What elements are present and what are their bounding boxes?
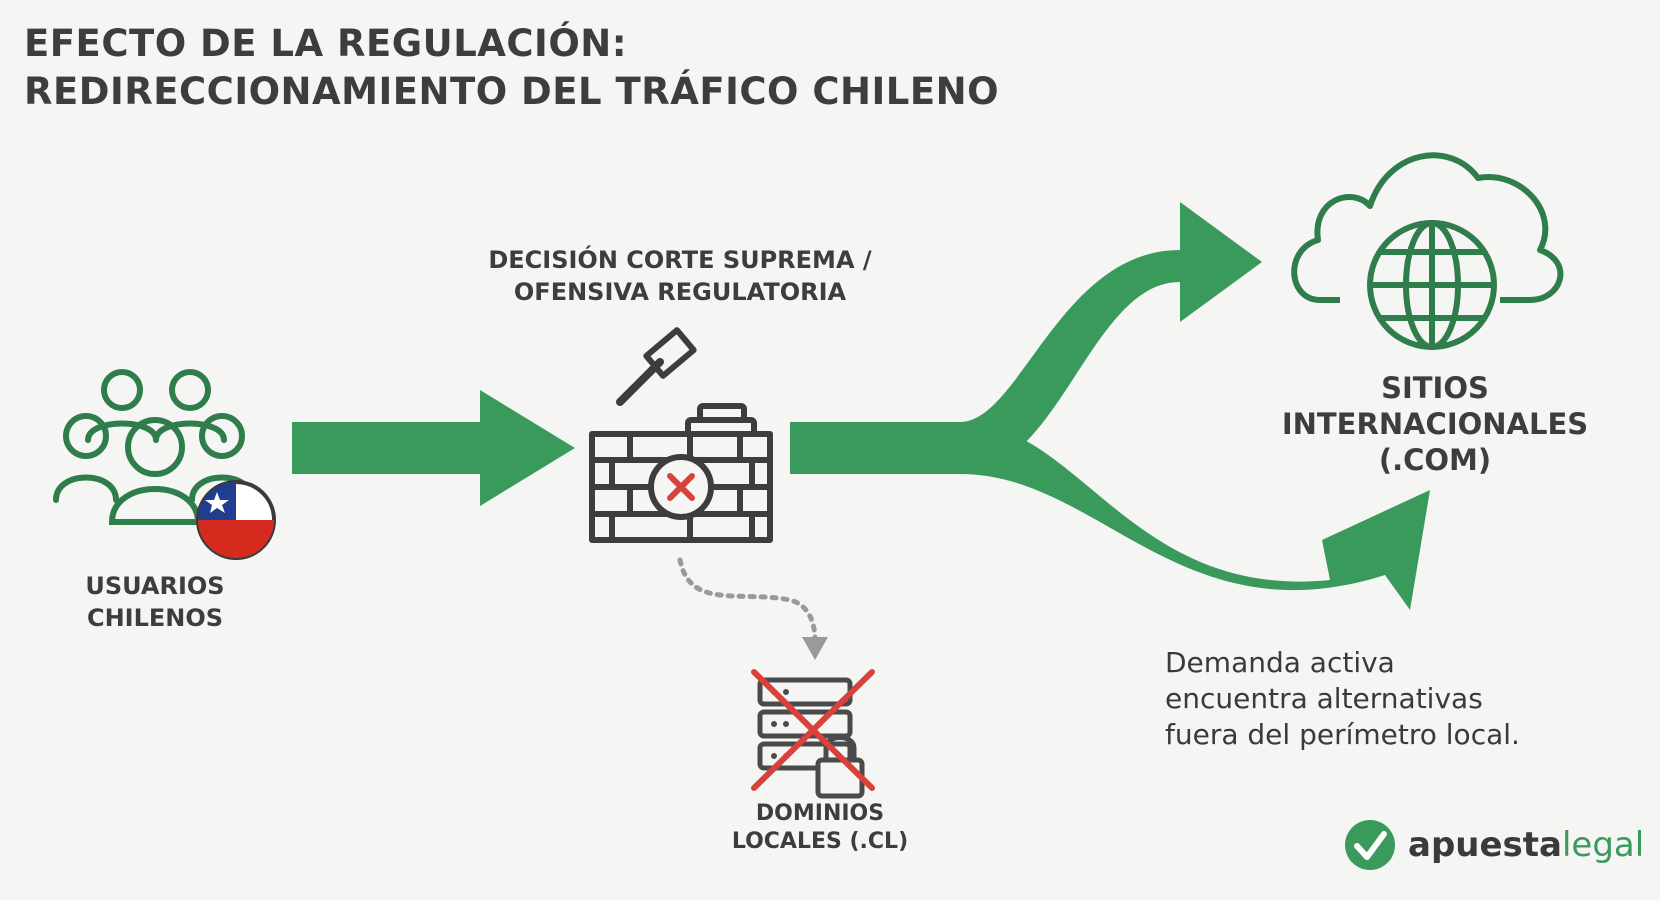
court-label-line-2: OFENSIVA REGULATORIA — [513, 278, 847, 306]
brand-part-1: apuesta — [1408, 825, 1562, 865]
diagram-title: EFECTO DE LA REGULACIÓN: REDIRECCIONAMIE… — [24, 20, 999, 116]
brand-wordmark: apuestalegal — [1408, 825, 1644, 865]
brand-logo-spacer — [1344, 818, 1398, 872]
title-line-1: EFECTO DE LA REGULACIÓN: — [24, 22, 628, 65]
arrow-to-sites-lower — [960, 422, 1430, 610]
cloud-globe-icon — [1291, 152, 1564, 350]
court-label-line-1: DECISIÓN CORTE SUPREMA / — [488, 246, 872, 274]
users-group-icon — [53, 369, 255, 525]
domains-label-line-2: LOCALES (.CL) — [731, 829, 909, 854]
domains-label: DOMINIOS LOCALES (.CL) — [710, 800, 930, 856]
sites-label: SITIOS INTERNACIONALES (.COM) — [1255, 370, 1615, 478]
users-label-line-1: USUARIOS — [85, 572, 225, 600]
title-line-2: REDIRECCIONAMIENTO DEL TRÁFICO CHILENO — [24, 70, 1000, 113]
brand-part-2: legal — [1561, 825, 1645, 865]
sites-label-line-3: (.COM) — [1378, 443, 1492, 477]
blocked-server-icon — [751, 669, 875, 799]
gavel-firewall-icon — [589, 327, 773, 543]
chile-flag-icon — [196, 480, 276, 560]
blocked-x-icon — [667, 473, 695, 501]
demand-note: Demanda activa encuentra alternativas fu… — [1165, 645, 1520, 753]
sites-label-line-2: INTERNACIONALES — [1281, 407, 1589, 441]
arrow-users-to-court — [292, 390, 575, 506]
users-label-line-2: CHILENOS — [86, 604, 224, 632]
demand-note-line-2: encuentra alternativas — [1165, 682, 1483, 715]
court-label: DECISIÓN CORTE SUPREMA / OFENSIVA REGULA… — [440, 244, 920, 308]
arrow-to-sites-upper — [790, 202, 1262, 474]
demand-note-line-3: fuera del perímetro local. — [1165, 718, 1520, 751]
dotted-arrow-to-domains — [677, 557, 828, 660]
check-logo-icon — [1345, 820, 1395, 870]
demand-note-line-1: Demanda activa — [1165, 646, 1395, 679]
users-label: USUARIOS CHILENOS — [60, 570, 250, 634]
brand-logo: apuestalegal — [1344, 818, 1644, 872]
domains-label-line-1: DOMINIOS — [755, 801, 885, 826]
sites-label-line-1: SITIOS — [1381, 371, 1489, 405]
